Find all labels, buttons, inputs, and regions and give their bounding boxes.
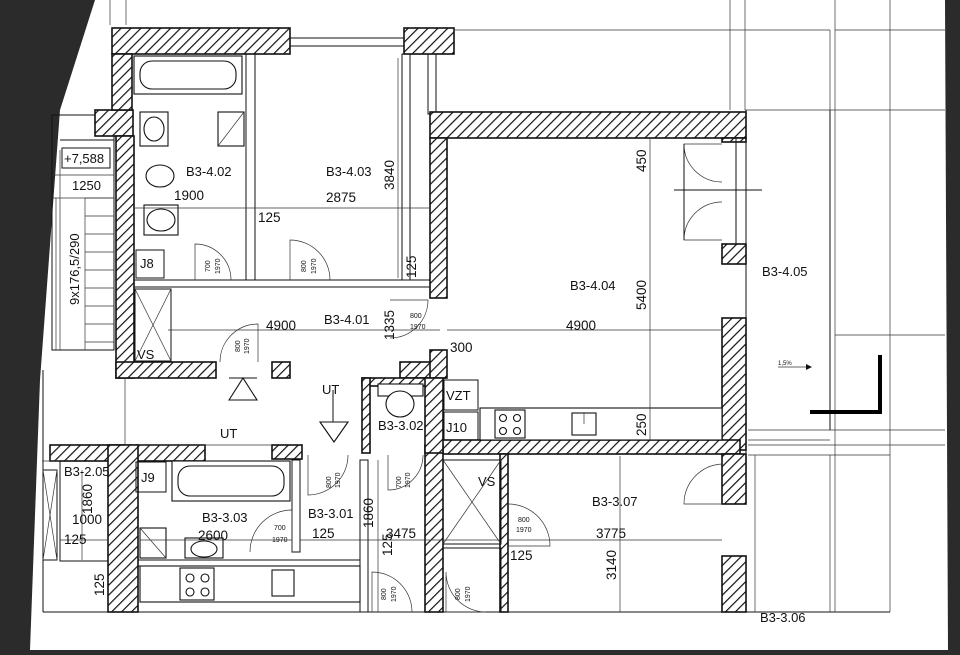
washbasin-402 xyxy=(139,111,245,147)
door-800-g: 800 xyxy=(518,517,530,524)
door-800-e: 800 xyxy=(381,588,388,600)
dim-2600: 2600 xyxy=(198,528,228,543)
door-800-d: 800 xyxy=(326,476,333,488)
door-700-b: 700 xyxy=(396,476,403,488)
room-b3-3-06-partial: B3-3.06 xyxy=(760,610,806,625)
shaft-j8: J8 xyxy=(140,256,154,271)
dimension-lines xyxy=(60,58,722,612)
door-1970-b: 1970 xyxy=(311,258,318,274)
dim-1860-a: 1860 xyxy=(80,484,95,514)
dim-1900: 1900 xyxy=(174,188,204,203)
door-1970-f: 1970 xyxy=(405,472,412,488)
dim-250: 250 xyxy=(634,413,649,436)
slope-arrow xyxy=(778,364,812,370)
dim-1250: 1250 xyxy=(72,178,101,193)
room-b3-3-01: B3-3.01 xyxy=(308,506,354,521)
door-1970-d: 1970 xyxy=(410,324,426,331)
wardrobe-4-01 xyxy=(134,288,172,362)
door-1970-i: 1970 xyxy=(465,586,472,602)
toilet-402 xyxy=(143,164,179,236)
ut-label-a: UT xyxy=(322,382,339,397)
room-b3-4-04: B3-4.04 xyxy=(570,278,616,293)
dim-3775: 3775 xyxy=(596,526,626,541)
toilet-302 xyxy=(377,383,424,418)
balcony-door-404 xyxy=(674,143,762,241)
dim-450: 450 xyxy=(634,149,649,172)
door-1970-j: 1970 xyxy=(516,527,532,534)
ut-triangle-lower xyxy=(318,421,350,443)
shaft-j10: J10 xyxy=(446,420,467,435)
dim-125-g: 125 xyxy=(510,548,533,563)
dim-1335: 1335 xyxy=(382,310,397,340)
kitchen-counter-404 xyxy=(479,407,723,441)
dim-1000: 1000 xyxy=(72,512,102,527)
dim-125-f: 125 xyxy=(380,533,395,556)
room-b3-2-05: B3-2.05 xyxy=(64,464,110,479)
door-800-b: 800 xyxy=(235,340,242,352)
bathtub-303 xyxy=(171,460,291,502)
door-1970-e: 1970 xyxy=(335,472,342,488)
stair-spec: 9x176,5/290 xyxy=(67,233,82,305)
dim-2875: 2875 xyxy=(326,190,356,205)
dim-3840: 3840 xyxy=(382,160,397,190)
dim-125-b: 125 xyxy=(404,255,419,278)
shaft-j9-box xyxy=(135,461,167,493)
room-b3-4-03: B3-4.03 xyxy=(326,164,372,179)
vzt-label: VZT xyxy=(446,388,471,403)
door-800-a: 800 xyxy=(301,260,308,272)
staircase xyxy=(51,114,115,351)
walls xyxy=(49,27,747,613)
ut-triangle-upper xyxy=(227,376,259,401)
shaft-j8-box xyxy=(135,249,165,279)
door-1970-a: 1970 xyxy=(215,258,222,274)
shaft-j9: J9 xyxy=(141,470,155,485)
room-b3-3-02: B3-3.02 xyxy=(378,418,424,433)
slope-label: 1,5% xyxy=(778,361,792,367)
railing-mark xyxy=(810,355,882,414)
door-700-c: 700 xyxy=(274,525,286,532)
room-b3-4-05: B3-4.05 xyxy=(762,264,808,279)
room-b3-4-01: B3-4.01 xyxy=(324,312,370,327)
dim-4900-a: 4900 xyxy=(266,318,296,333)
dim-3475: 3475 xyxy=(386,526,416,541)
level-mark: +7,588 xyxy=(64,151,104,166)
door-arcs xyxy=(194,239,723,613)
dim-125-a: 125 xyxy=(258,210,281,225)
door-1970-g: 1970 xyxy=(272,537,288,544)
wardrobe-307 xyxy=(442,459,502,545)
wardrobe-205 xyxy=(42,469,58,561)
shaft-j10-box xyxy=(443,411,479,441)
dim-125-e: 125 xyxy=(312,526,335,541)
room-b3-3-07: B3-3.07 xyxy=(592,494,638,509)
door-700-a: 700 xyxy=(205,260,212,272)
ut-label-b: UT xyxy=(220,426,237,441)
door-1970-c: 1970 xyxy=(244,338,251,354)
vs-label-b: VS xyxy=(478,474,496,489)
bathtub-402 xyxy=(133,55,243,95)
paper-sheet xyxy=(30,0,948,650)
door-800-f: 800 xyxy=(455,588,462,600)
dim-3140: 3140 xyxy=(604,550,619,580)
door-800-c: 800 xyxy=(410,313,422,320)
shower-303 xyxy=(139,527,224,559)
dim-125-d: 125 xyxy=(92,573,107,596)
room-b3-3-03: B3-3.03 xyxy=(202,510,248,525)
vzt-box xyxy=(443,379,479,411)
dim-4900-b: 4900 xyxy=(566,318,596,333)
vs-label-a: VS xyxy=(137,347,155,362)
dim-1860-b: 1860 xyxy=(361,498,376,528)
balcony-lines xyxy=(745,110,831,612)
room-b3-4-02: B3-4.02 xyxy=(186,164,232,179)
dim-125-c: 125 xyxy=(64,532,87,547)
dim-5400: 5400 xyxy=(634,280,649,310)
door-1970-h: 1970 xyxy=(391,586,398,602)
dim-300: 300 xyxy=(450,340,473,355)
kitchen-counter-303 xyxy=(139,565,361,603)
room-205-box xyxy=(59,460,109,562)
